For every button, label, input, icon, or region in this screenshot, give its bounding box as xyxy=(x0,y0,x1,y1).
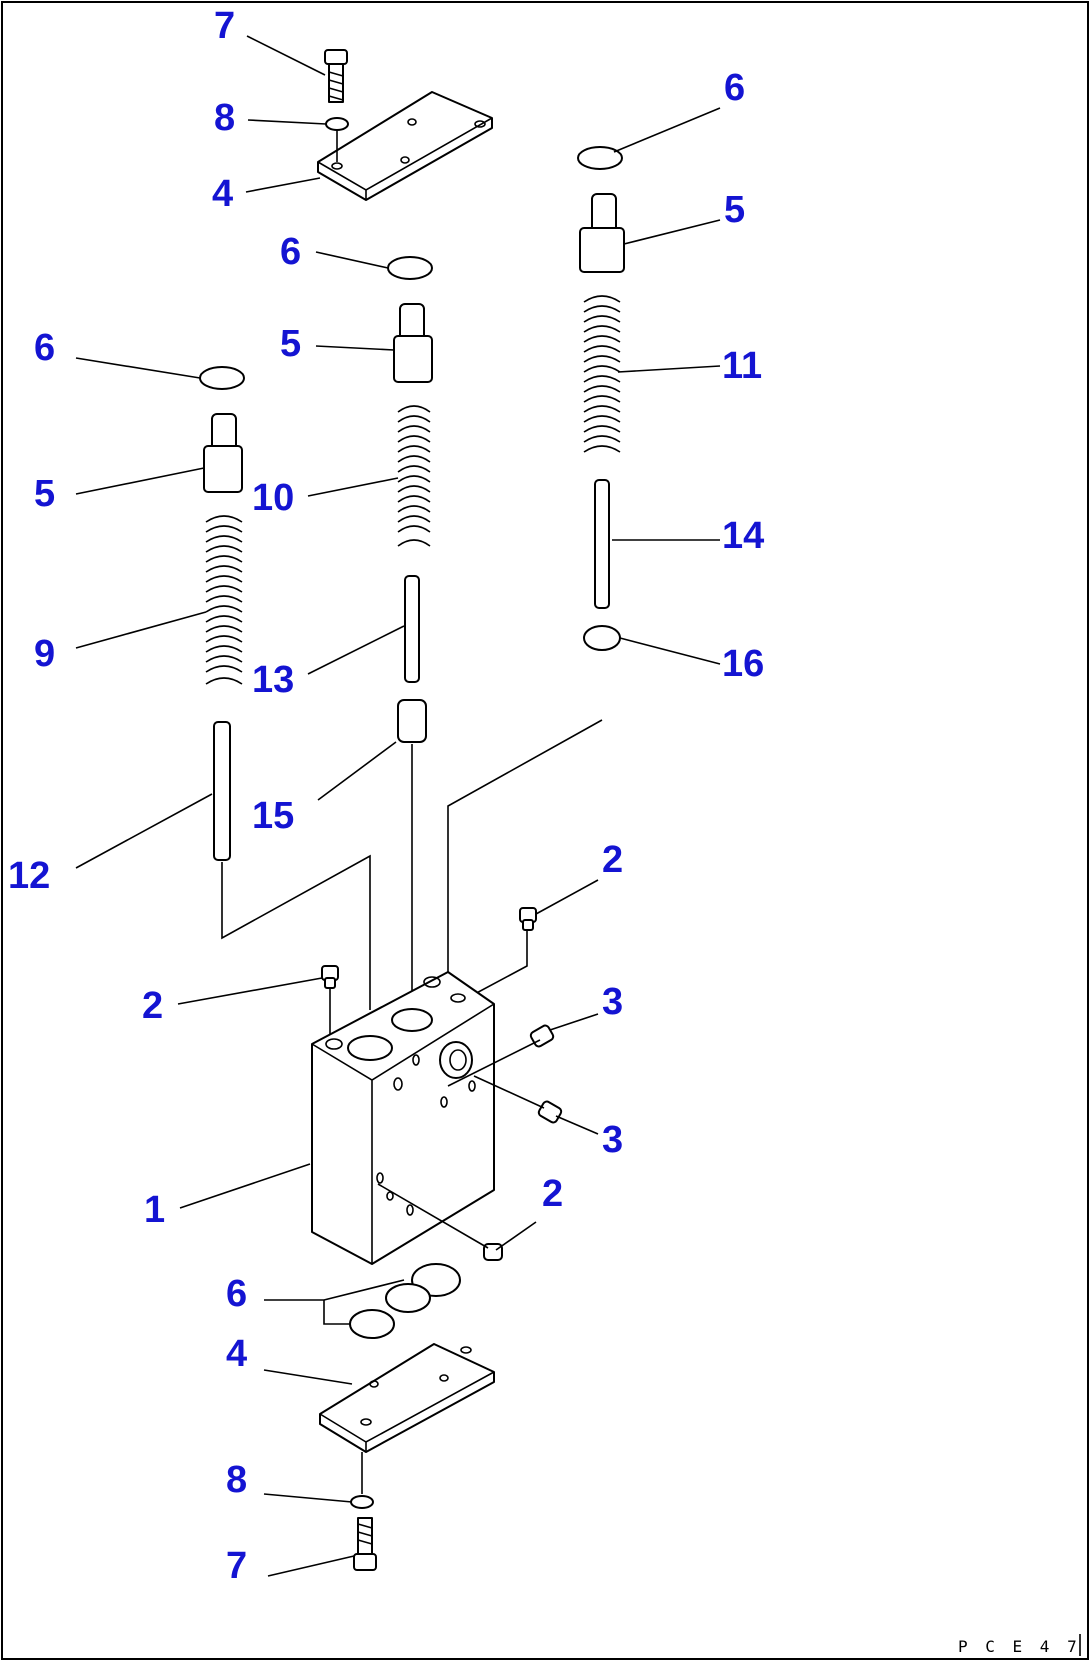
callout-3-upper: 3 xyxy=(602,981,623,1023)
o-ring-right xyxy=(577,146,623,170)
callout-12: 12 xyxy=(8,855,50,897)
plug-right xyxy=(583,625,621,651)
callout-16: 16 xyxy=(722,643,764,685)
plug-3-upper xyxy=(529,1024,555,1048)
spring-right xyxy=(583,295,621,453)
callout-4-top: 4 xyxy=(212,173,233,215)
callout-4-bottom: 4 xyxy=(226,1333,247,1375)
pin-right xyxy=(594,479,610,609)
callout-11: 11 xyxy=(722,345,762,387)
washer-top xyxy=(325,117,349,131)
o-ring-bottom-3 xyxy=(349,1309,395,1339)
callout-2-left: 2 xyxy=(142,985,163,1027)
callout-6-middle: 6 xyxy=(280,231,301,273)
callout-2-right: 2 xyxy=(602,839,623,881)
callout-2-bottom: 2 xyxy=(542,1173,563,1215)
callout-6-bottom: 6 xyxy=(226,1273,247,1315)
callout-3-lower: 3 xyxy=(602,1119,623,1161)
spool-left xyxy=(203,413,243,493)
spool-right xyxy=(579,193,625,273)
callout-5-top-right: 5 xyxy=(724,189,745,231)
callout-6-left: 6 xyxy=(34,327,55,369)
callout-7-bottom: 7 xyxy=(226,1545,247,1587)
callout-9: 9 xyxy=(34,633,55,675)
callout-13: 13 xyxy=(252,659,294,701)
cover-plate-bottom xyxy=(319,1343,495,1453)
o-ring-bottom-2 xyxy=(385,1283,431,1313)
washer-bottom xyxy=(350,1495,374,1509)
bolt-bottom xyxy=(353,1517,377,1571)
plug-3-lower xyxy=(537,1100,563,1124)
fitting-2-right xyxy=(519,907,537,931)
pin-left xyxy=(213,721,231,861)
callout-7-top: 7 xyxy=(214,5,235,47)
assembly-path-fitting xyxy=(455,928,528,1005)
leader-lines xyxy=(75,35,721,1577)
callout-14: 14 xyxy=(722,515,764,557)
callout-10: 10 xyxy=(252,477,294,519)
spring-left xyxy=(205,515,243,685)
cover-plate-top xyxy=(317,91,493,201)
fitting-2-left xyxy=(321,965,339,989)
callout-8-top: 8 xyxy=(214,97,235,139)
bolt-top xyxy=(324,49,348,103)
callout-5-left: 5 xyxy=(34,473,55,515)
assembly-path-left xyxy=(221,854,371,1010)
o-ring-mid xyxy=(387,256,433,280)
callout-1: 1 xyxy=(144,1189,165,1231)
drawing-code: P C E 4 7 6 xyxy=(958,1637,1090,1656)
spring-mid xyxy=(397,405,431,547)
callout-6-top-right: 6 xyxy=(724,67,745,109)
pin-mid xyxy=(404,575,420,683)
callout-8-bottom: 8 xyxy=(226,1459,247,1501)
callout-15: 15 xyxy=(252,795,294,837)
assembly-path-right xyxy=(447,719,603,986)
spool-mid xyxy=(393,303,433,383)
callout-labels: 7 8 4 6 5 11 14 16 6 5 10 13 15 6 5 9 12… xyxy=(8,5,764,1587)
piston-mid xyxy=(397,699,427,743)
callout-5-middle: 5 xyxy=(280,323,301,365)
valve-block xyxy=(311,971,495,1265)
o-ring-left xyxy=(199,366,245,390)
